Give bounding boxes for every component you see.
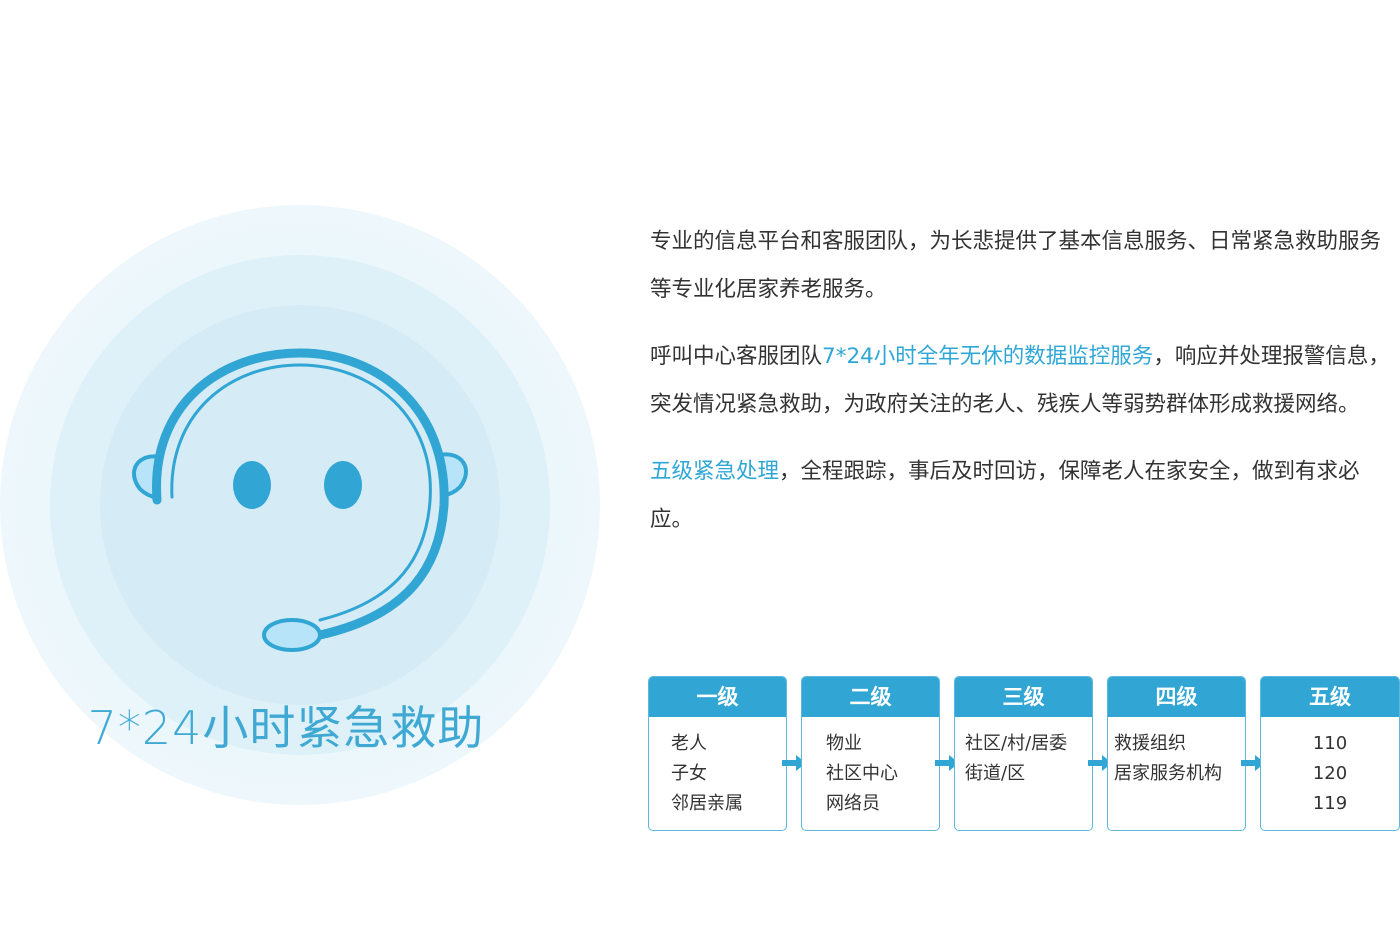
- arrow-right-icon: [935, 755, 959, 771]
- headset-smiley-icon: [132, 348, 468, 652]
- level-item: 110: [1312, 733, 1348, 754]
- emergency-levels: 一级 老人 子女 邻居亲属 二级 物业 社区中心 网络员 三级 社区/村/居委: [648, 676, 1400, 834]
- level-items: 110 120 119: [1261, 717, 1399, 819]
- microphone-icon: [262, 618, 322, 652]
- headset-band-outer: [152, 348, 449, 640]
- paragraph-2-highlight: 7*24小时全年无休的数据监控服务: [822, 344, 1154, 369]
- level-title: 二级: [802, 677, 939, 717]
- level-item: 老人: [671, 733, 707, 754]
- paragraph-2-text-a: 呼叫中心客服团队: [650, 344, 823, 369]
- arrow-right-icon: [1088, 755, 1112, 771]
- paragraph-1-text: 专业的信息平台和客服团队，为长悲提供了基本信息服务、日常紧急救助服务等专业化居家…: [650, 229, 1382, 302]
- level-item: 物业: [826, 733, 862, 754]
- arrow-right-icon: [1241, 755, 1265, 771]
- level-title: 三级: [955, 677, 1092, 717]
- level-item: 社区/村/居委: [965, 733, 1068, 754]
- level-card-3: 三级 社区/村/居委 街道/区: [954, 676, 1093, 831]
- level-items: 物业 社区中心 网络员: [802, 717, 939, 819]
- level-card-4: 四级 救援组织 居家服务机构: [1107, 676, 1246, 831]
- right-eye-icon: [324, 461, 362, 509]
- paragraph-1: 专业的信息平台和客服团队，为长悲提供了基本信息服务、日常紧急救助服务等专业化居家…: [650, 218, 1395, 314]
- level-card-1: 一级 老人 子女 邻居亲属: [648, 676, 787, 831]
- level-title: 一级: [649, 677, 786, 717]
- paragraph-3-highlight: 五级紧急处理: [650, 459, 780, 484]
- level-items: 社区/村/居委 街道/区: [955, 717, 1092, 789]
- level-item: 子女: [671, 763, 707, 784]
- intro-text: 专业的信息平台和客服团队，为长悲提供了基本信息服务、日常紧急救助服务等专业化居家…: [650, 218, 1395, 563]
- level-card-5: 五级 110 120 119: [1260, 676, 1400, 831]
- level-items: 救援组织 居家服务机构: [1108, 717, 1245, 789]
- emergency-title: 7*24小时紧急救助: [87, 701, 485, 755]
- paragraph-2-text-b: ，响应并处理报警信息，突发情况紧急救助，为政府关注的老人、残疾人等弱势群体形成救…: [650, 344, 1390, 417]
- level-item: 社区中心: [826, 763, 898, 784]
- level-items: 老人 子女 邻居亲属: [649, 717, 786, 819]
- left-eye-icon: [233, 461, 271, 509]
- headset-band-inner: [170, 363, 432, 622]
- level-item: 居家服务机构: [1114, 763, 1222, 784]
- level-item: 119: [1312, 793, 1348, 814]
- paragraph-3-text: ，全程跟踪，事后及时回访，保障老人在家安全，做到有求必应。: [650, 459, 1360, 532]
- level-title: 四级: [1108, 677, 1245, 717]
- paragraph-2: 呼叫中心客服团队7*24小时全年无休的数据监控服务，响应并处理报警信息，突发情况…: [650, 333, 1395, 429]
- arrow-right-icon: [782, 755, 806, 771]
- level-item: 120: [1312, 763, 1348, 784]
- level-item: 网络员: [826, 793, 880, 814]
- level-card-2: 二级 物业 社区中心 网络员: [801, 676, 940, 831]
- level-title: 五级: [1261, 677, 1399, 717]
- level-item: 救援组织: [1114, 733, 1186, 754]
- level-item: 邻居亲属: [671, 793, 743, 814]
- paragraph-3: 五级紧急处理，全程跟踪，事后及时回访，保障老人在家安全，做到有求必应。: [650, 448, 1395, 544]
- level-item: 街道/区: [965, 763, 1026, 784]
